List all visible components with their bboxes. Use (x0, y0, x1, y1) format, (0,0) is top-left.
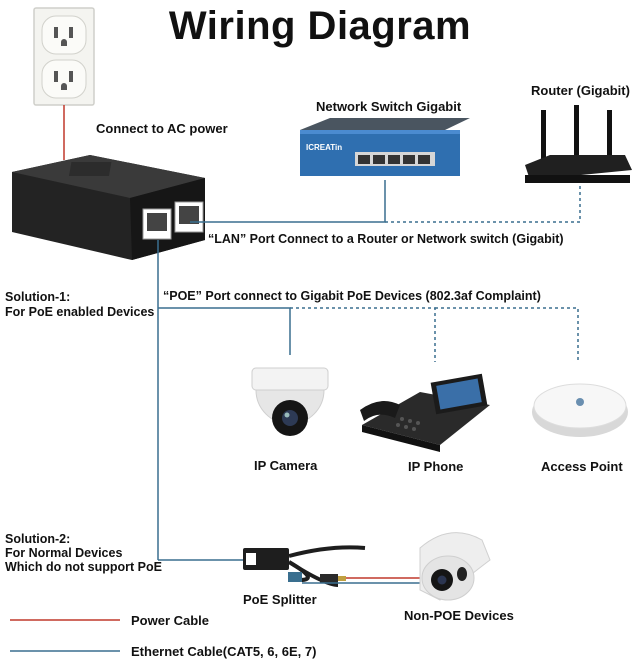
ip-camera-icon (251, 367, 329, 436)
router-icon (525, 105, 632, 183)
solution-1-title: Solution-1: (5, 290, 71, 304)
label-ip-camera: IP Camera (254, 458, 318, 473)
wall-outlet-icon (33, 7, 95, 106)
label-network-switch: Network Switch Gigabit (316, 99, 462, 114)
label-poe-splitter: PoE Splitter (243, 592, 317, 607)
label-solution-2: Solution-2: For Normal Devices Which do … (5, 532, 162, 574)
label-ip-phone: IP Phone (408, 459, 464, 474)
solution-1-desc: For PoE enabled Devices (5, 305, 155, 319)
ip-phone-icon (360, 373, 490, 452)
page-title: Wiring Diagram (168, 4, 472, 48)
switch-brand-label: ICREATin (306, 143, 343, 152)
poe-injector-icon (12, 155, 205, 260)
poe-splitter-icon (243, 545, 366, 587)
solution-2-desc-2: Which do not support PoE (5, 560, 162, 574)
label-router: Router (Gigabit) (531, 83, 630, 98)
label-solution-1: Solution-1: For PoE enabled Devices (5, 290, 154, 320)
network-switch-icon (300, 118, 470, 176)
label-non-poe-devices: Non-POE Devices (404, 608, 514, 623)
access-point-icon (532, 383, 628, 437)
solution-2-title: Solution-2: (5, 532, 71, 546)
label-lan-port: “LAN” Port Connect to a Router or Networ… (208, 232, 564, 246)
label-access-point: Access Point (541, 459, 623, 474)
non-poe-camera-icon (419, 532, 491, 601)
label-ac-power: Connect to AC power (96, 121, 228, 136)
solution-2-desc-1: For Normal Devices (5, 546, 123, 560)
label-poe-port: “POE” Port connect to Gigabit PoE Device… (163, 289, 541, 303)
ethernet-cables (10, 180, 581, 652)
legend-ethernet-cable: Ethernet Cable(CAT5, 6, 6E, 7) (131, 644, 317, 659)
legend-power-cable: Power Cable (131, 613, 210, 628)
